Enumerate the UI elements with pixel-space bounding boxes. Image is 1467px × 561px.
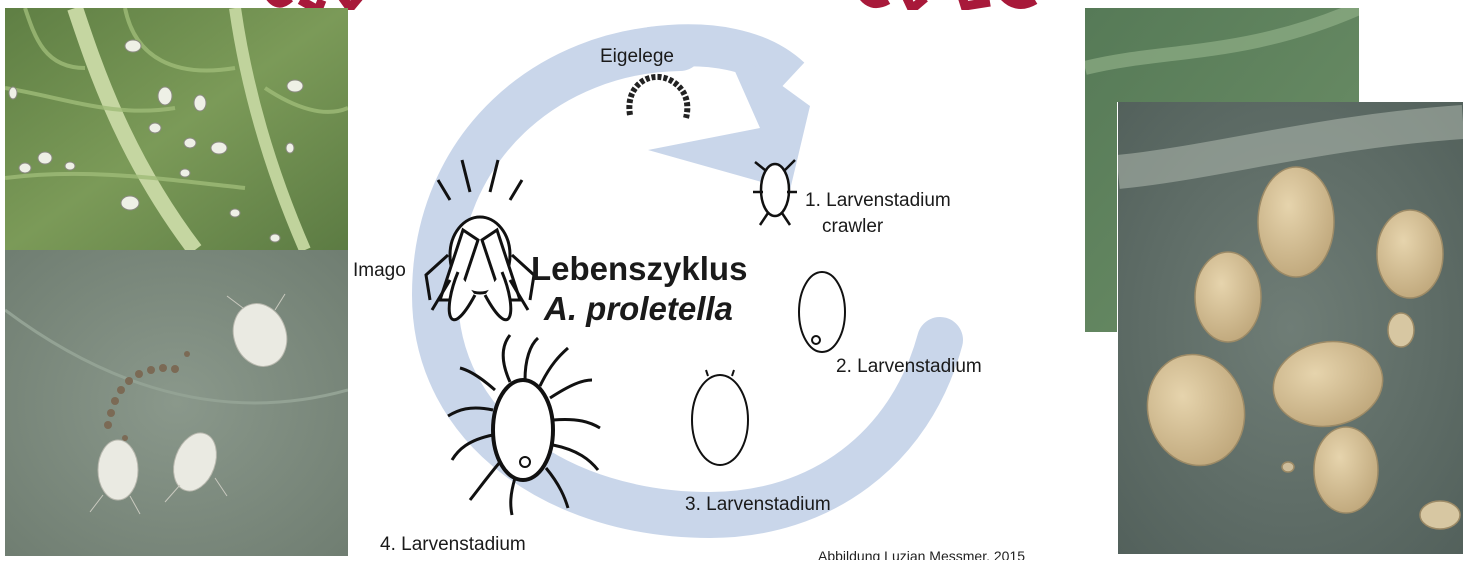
- label-larva1: 1. Larvenstadium: [805, 190, 951, 211]
- label-larva4: 4. Larvenstadium: [380, 534, 526, 555]
- adult-whiteflies-photo: [5, 250, 348, 556]
- label-eggs: Eigelege: [600, 46, 674, 67]
- egg-cluster-drawing: [629, 77, 687, 118]
- larva3-drawing: [692, 370, 748, 465]
- label-larva3: 3. Larvenstadium: [685, 494, 831, 515]
- leaf-colony-photo: [5, 8, 348, 250]
- cycle-title: Lebenszyklus: [531, 250, 747, 287]
- cycle-species: A. proletella: [543, 290, 733, 327]
- label-larva1-sub: crawler: [822, 216, 884, 237]
- life-cycle-diagram: Eigelege 1. Larvenstadium crawler 2. Lar…: [350, 10, 1080, 560]
- label-adult: Imago: [353, 260, 406, 281]
- larva2-drawing: [799, 272, 845, 352]
- label-larva2: 2. Larvenstadium: [836, 356, 982, 377]
- figure-credit: Abbildung Luzian Messmer, 2015: [818, 548, 1025, 560]
- larvae-closeup-photo: [1118, 102, 1463, 554]
